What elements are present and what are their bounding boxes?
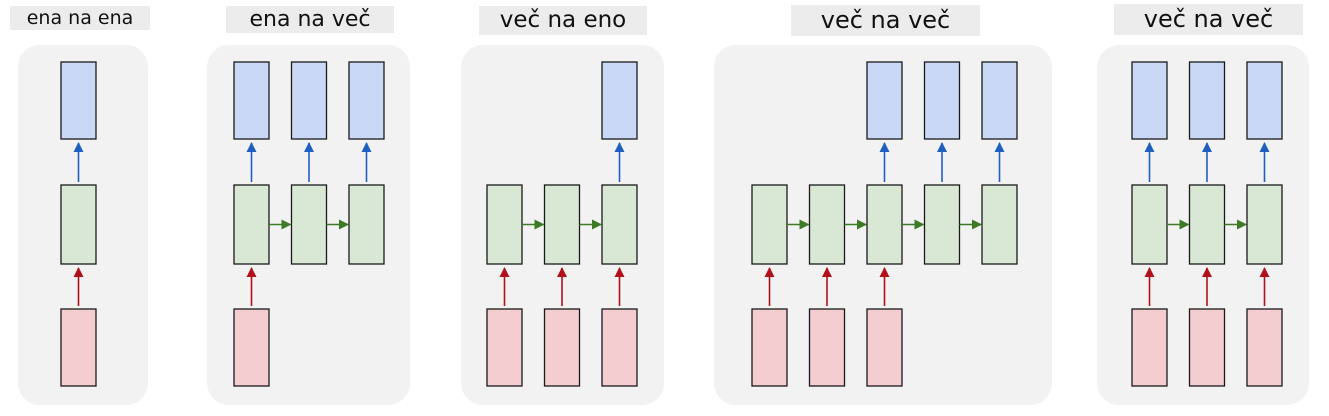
output-box <box>923 61 961 140</box>
input-box <box>486 308 523 387</box>
panel-title-many-to-many-synced: več na več <box>1114 4 1303 35</box>
hidden-state-box <box>923 184 961 265</box>
input-box <box>751 308 788 387</box>
input-box <box>1246 308 1283 387</box>
input-box <box>1188 308 1226 387</box>
hidden-state-box <box>751 184 788 265</box>
output-box <box>981 61 1018 140</box>
input-box <box>1131 308 1168 387</box>
hidden-state-box <box>1131 184 1168 265</box>
hidden-state-box <box>543 184 581 265</box>
hidden-state-box <box>1188 184 1226 265</box>
panel-title-one-to-one: ena na ena <box>10 6 150 30</box>
output-box <box>866 61 903 140</box>
hidden-state-box <box>601 184 638 265</box>
output-box <box>1188 61 1226 140</box>
hidden-state-box <box>486 184 523 265</box>
hidden-state-box <box>290 184 328 265</box>
output-box <box>1246 61 1283 140</box>
output-box <box>1131 61 1168 140</box>
panel-title-one-to-many: ena na več <box>226 6 394 33</box>
input-box <box>60 308 97 387</box>
hidden-state-box <box>981 184 1018 265</box>
panel-title-many-to-one: več na eno <box>479 6 647 35</box>
input-box <box>808 308 846 387</box>
hidden-state-box <box>1246 184 1283 265</box>
output-box <box>60 61 97 140</box>
output-box <box>233 61 270 140</box>
hidden-state-box <box>348 184 385 265</box>
output-box <box>290 61 328 140</box>
hidden-state-box <box>233 184 270 265</box>
output-box <box>601 61 638 140</box>
hidden-state-box <box>60 184 97 265</box>
hidden-state-box <box>866 184 903 265</box>
input-box <box>233 308 270 387</box>
input-box <box>601 308 638 387</box>
output-box <box>348 61 385 140</box>
hidden-state-box <box>808 184 846 265</box>
input-box <box>543 308 581 387</box>
panel-title-many-to-many-delayed: več na več <box>791 5 980 36</box>
input-box <box>866 308 903 387</box>
